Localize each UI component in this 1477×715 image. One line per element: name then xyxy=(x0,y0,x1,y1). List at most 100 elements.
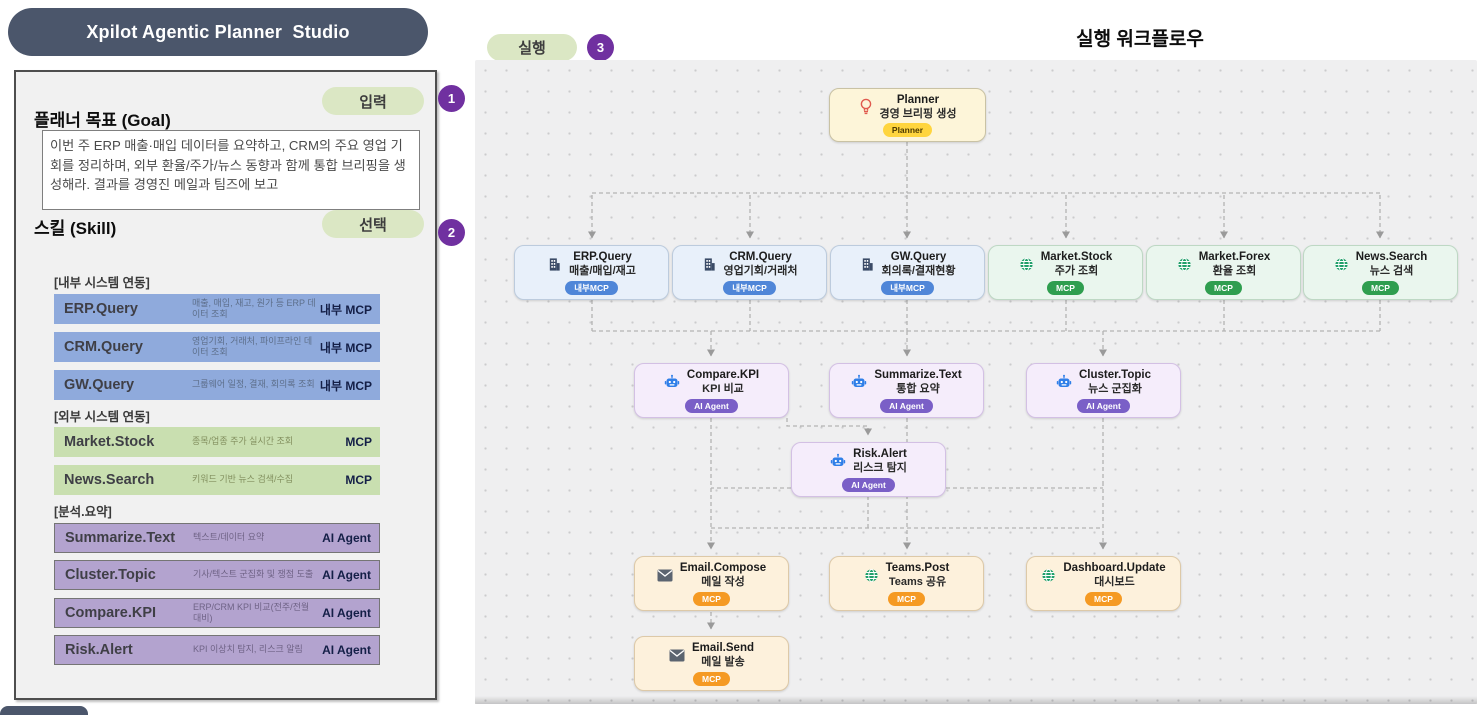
mail-icon xyxy=(669,649,685,662)
node-title: ERP.Query xyxy=(573,251,632,264)
skill-row-crm-query[interactable]: CRM.Query 영업기회, 거래처, 파이프라인 데이터 조회 내부 MCP xyxy=(54,332,380,362)
robot-icon xyxy=(851,374,867,390)
skill-name: Market.Stock xyxy=(64,434,155,450)
skill-name: Compare.KPI xyxy=(65,605,157,621)
skill-desc: 텍스트/데이터 요약 xyxy=(193,532,265,543)
skill-row-summarize-text[interactable]: Summarize.Text 텍스트/데이터 요약 AI Agent xyxy=(54,523,380,553)
flow-node-market-stock[interactable]: Market.Stock 주가 조회 MCP xyxy=(988,245,1143,300)
node-title: CRM.Query xyxy=(729,251,792,264)
skill-group-label-internal: [내부 시스템 연동] xyxy=(54,276,150,290)
input-step-button[interactable]: 입력 xyxy=(322,87,424,115)
skill-desc: 기사/텍스트 군집화 및 쟁점 도출 xyxy=(193,569,314,580)
flow-node-summarize-text[interactable]: Summarize.Text 통합 요약 AI Agent xyxy=(829,363,984,418)
mail-icon xyxy=(657,569,673,582)
goal-textarea[interactable]: 이번 주 ERP 매출·매입 데이터를 요약하고, CRM의 주요 영업 기회를… xyxy=(42,130,420,210)
node-title: Teams.Post xyxy=(885,562,950,575)
skill-name: Risk.Alert xyxy=(65,642,133,658)
node-badge: AI Agent xyxy=(685,398,738,413)
node-subtitle: 리스크 탐지 xyxy=(853,462,907,474)
workflow-title: 실행 워크플로우 xyxy=(1076,29,1204,50)
node-badge: MCP xyxy=(1085,591,1122,606)
flow-node-gw-query[interactable]: GW.Query 회의록/결재현황 내부MCP xyxy=(830,245,985,300)
skill-tag: AI Agent xyxy=(322,531,371,545)
run-step-button[interactable]: 실행 xyxy=(487,34,577,61)
flow-node-dashboard-update[interactable]: Dashboard.Update 대시보드 MCP xyxy=(1026,556,1181,611)
node-subtitle: 메일 발송 xyxy=(701,656,745,668)
app-title-pill: Xpilot Agentic Planner Studio xyxy=(8,8,428,56)
node-title: Email.Send xyxy=(692,642,754,655)
skill-row-risk-alert[interactable]: Risk.Alert KPI 이상치 탐지, 리스크 알림 AI Agent xyxy=(54,635,380,665)
node-title: GW.Query xyxy=(890,251,947,264)
flow-node-crm-query[interactable]: CRM.Query 영업기회/거래처 내부MCP xyxy=(672,245,827,300)
flow-node-market-forex[interactable]: Market.Forex 환율 조회 MCP xyxy=(1146,245,1301,300)
node-title: Dashboard.Update xyxy=(1063,562,1166,575)
globe-icon xyxy=(1019,257,1034,272)
skill-row-market-stock[interactable]: Market.Stock 종목/업종 주가 실시간 조회 MCP xyxy=(54,427,380,457)
flow-node-compare-kpi[interactable]: Compare.KPI KPI 비교 AI Agent xyxy=(634,363,789,418)
globe-icon xyxy=(1334,257,1349,272)
node-badge: 내부MCP xyxy=(881,280,934,295)
app-title: Xpilot Agentic Planner Studio xyxy=(86,21,350,42)
node-subtitle: 회의록/결재현황 xyxy=(881,265,956,277)
flow-node-teams-post[interactable]: Teams.Post Teams 공유 MCP xyxy=(829,556,984,611)
flow-node-email-compose[interactable]: Email.Compose 메일 작성 MCP xyxy=(634,556,789,611)
node-title: Compare.KPI xyxy=(686,369,760,382)
bottom-left-sliver xyxy=(0,706,88,715)
skill-group-label-external: [외부 시스템 연동] xyxy=(54,410,150,424)
robot-icon xyxy=(830,453,846,469)
node-title: Market.Forex xyxy=(1198,251,1271,264)
node-badge: AI Agent xyxy=(1077,398,1130,413)
skill-desc: KPI 이상치 탐지, 리스크 알림 xyxy=(193,644,303,655)
step-badge-1: 1 xyxy=(438,85,465,112)
flow-node-risk-alert[interactable]: Risk.Alert 리스크 탐지 AI Agent xyxy=(791,442,946,497)
flow-node-news-search[interactable]: News.Search 뉴스 검색 MCP xyxy=(1303,245,1458,300)
skill-row-gw-query[interactable]: GW.Query 그룹웨어 일정, 결재, 회의록 조회 내부 MCP xyxy=(54,370,380,400)
node-badge: MCP xyxy=(1362,280,1399,295)
node-title: Planner xyxy=(896,93,940,106)
node-badge: 내부MCP xyxy=(565,280,618,295)
skill-tag: AI Agent xyxy=(322,568,371,582)
node-badge: MCP xyxy=(888,591,925,606)
skill-tag: AI Agent xyxy=(322,643,371,657)
flow-node-erp-query[interactable]: ERP.Query 매출/매입/재고 내부MCP xyxy=(514,245,669,300)
globe-icon xyxy=(1177,257,1192,272)
node-badge: AI Agent xyxy=(842,477,895,492)
flow-node-cluster-topic[interactable]: Cluster.Topic 뉴스 군집화 AI Agent xyxy=(1026,363,1181,418)
skill-name: ERP.Query xyxy=(64,301,138,317)
node-subtitle: 뉴스 검색 xyxy=(1369,265,1414,277)
select-step-button[interactable]: 선택 xyxy=(322,210,424,238)
node-title: Market.Stock xyxy=(1040,251,1113,264)
skill-name: Cluster.Topic xyxy=(65,567,156,583)
skill-tag: AI Agent xyxy=(322,606,371,620)
globe-icon xyxy=(864,568,879,583)
building-icon xyxy=(702,257,717,272)
skill-tag: 내부 MCP xyxy=(319,378,372,393)
node-subtitle: 환율 조회 xyxy=(1212,265,1257,277)
flow-node-planner[interactable]: Planner 경영 브리핑 생성 Planner xyxy=(829,88,986,142)
skill-desc: 종목/업종 주가 실시간 조회 xyxy=(192,436,294,447)
node-badge: MCP xyxy=(693,671,730,686)
skills-heading: 스킬 (Skill) xyxy=(34,219,117,238)
skill-desc: 매출, 매입, 재고, 원가 등 ERP 데이터 조회 xyxy=(192,297,316,319)
skill-desc: 키워드 기반 뉴스 검색/수집 xyxy=(192,474,294,485)
skill-name: News.Search xyxy=(64,472,155,488)
skill-row-news-search[interactable]: News.Search 키워드 기반 뉴스 검색/수집 MCP xyxy=(54,465,380,495)
node-badge: Planner xyxy=(882,123,933,138)
robot-icon xyxy=(1056,374,1072,390)
skill-desc: ERP/CRM KPI 비교(전주/전월 대비) xyxy=(193,601,310,623)
skill-name: GW.Query xyxy=(64,377,135,393)
goal-heading: 플래너 목표 (Goal) xyxy=(34,111,171,130)
flow-node-email-send[interactable]: Email.Send 메일 발송 MCP xyxy=(634,636,789,691)
node-title: Risk.Alert xyxy=(853,448,907,461)
skill-name: CRM.Query xyxy=(64,339,143,355)
node-badge: MCP xyxy=(1205,280,1242,295)
skill-tag: MCP xyxy=(345,473,372,487)
skill-name: Summarize.Text xyxy=(65,530,176,546)
node-title: News.Search xyxy=(1355,251,1428,264)
lightbulb-icon xyxy=(859,98,873,116)
skill-row-erp-query[interactable]: ERP.Query 매출, 매입, 재고, 원가 등 ERP 데이터 조회 내부… xyxy=(54,294,380,324)
skill-row-cluster-topic[interactable]: Cluster.Topic 기사/텍스트 군집화 및 쟁점 도출 AI Agen… xyxy=(54,560,380,590)
node-subtitle: 영업기회/거래처 xyxy=(723,265,798,277)
skill-row-compare-kpi[interactable]: Compare.KPI ERP/CRM KPI 비교(전주/전월 대비) AI … xyxy=(54,598,380,628)
